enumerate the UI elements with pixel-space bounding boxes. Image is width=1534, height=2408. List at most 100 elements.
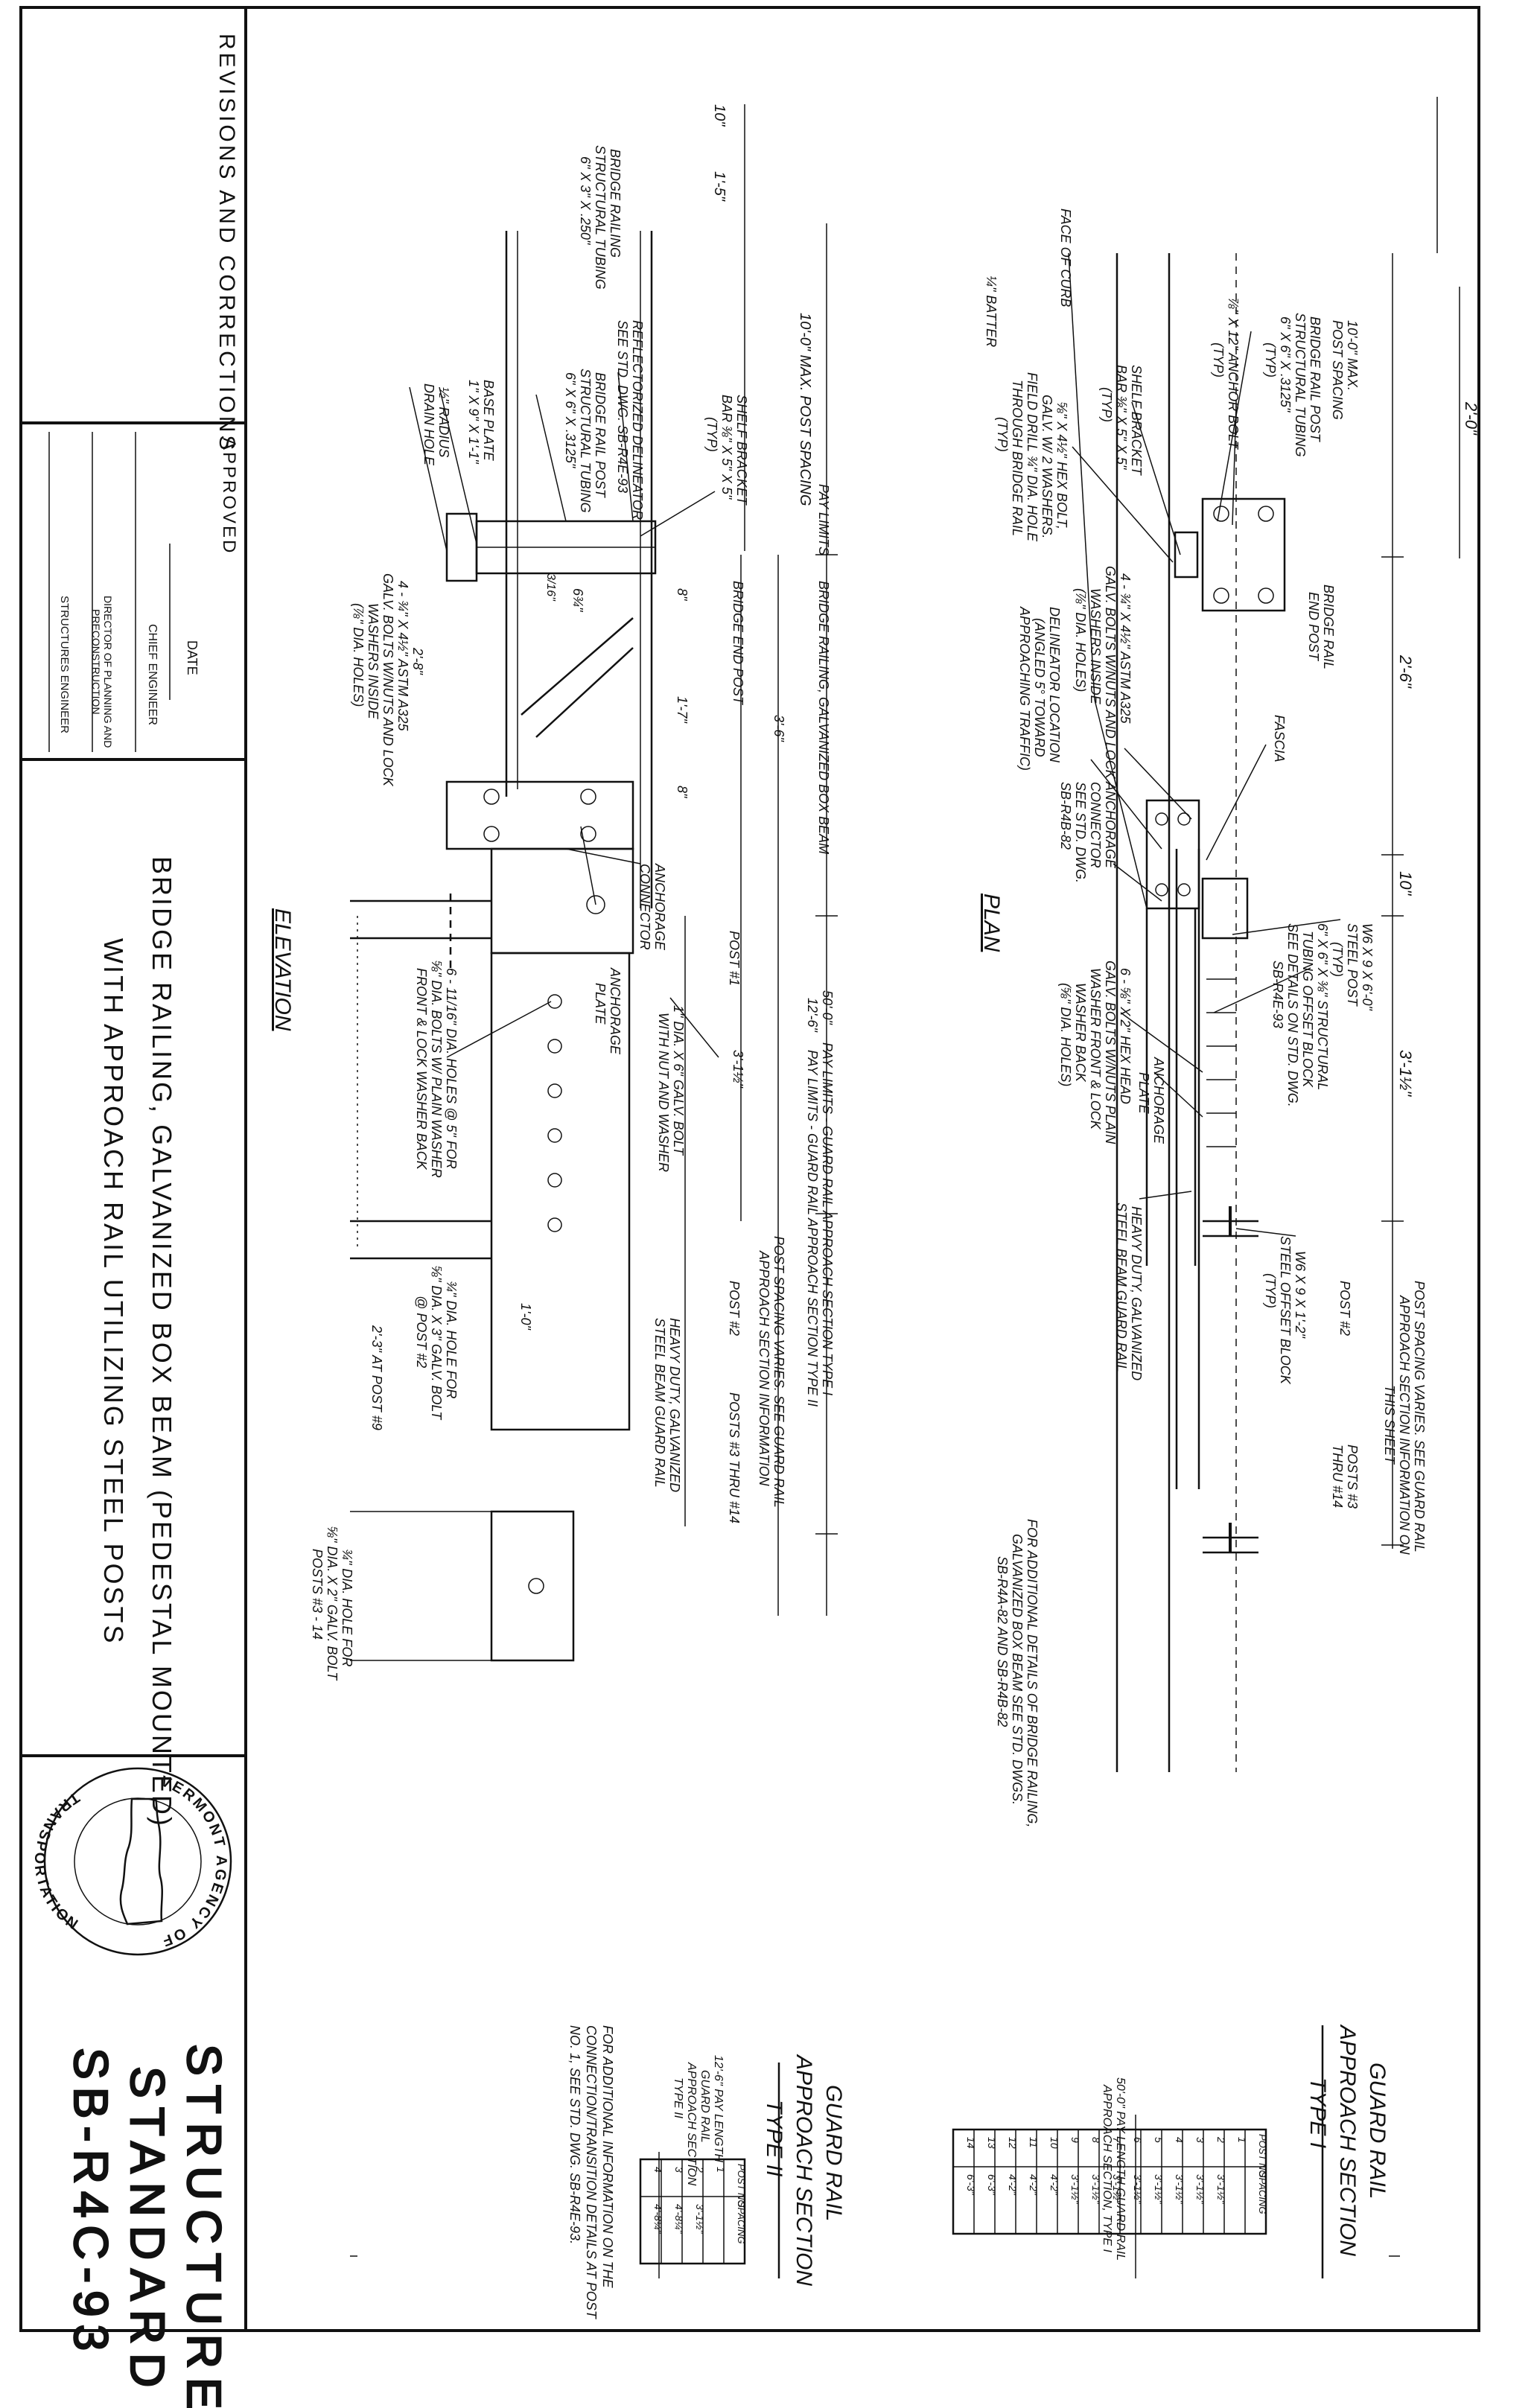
elev-spacing-varies-1: POST SPACING VARIES. SEE GUARD RAIL: [771, 1236, 786, 1508]
elev-hole-posts-3: POSTS #3 - 14: [310, 1549, 325, 1640]
table1-title-2: APPROACH SECTION: [1335, 2024, 1360, 2256]
elev-heavy-duty-2: STEEL BEAM GUARD RAIL: [652, 1318, 667, 1488]
plan-end-post-1: BRIDGE RAIL: [1321, 585, 1336, 669]
table_type1-cell: 8: [1090, 2137, 1102, 2143]
table2-bracket-3: APPROACH SECTION: [685, 2062, 698, 2186]
elev-posts-3-14: POSTS #3 THRU #14: [727, 1392, 742, 1523]
table_type1-cell: 12: [1007, 2137, 1019, 2149]
plan-steel-post-2: [1203, 1206, 1258, 1238]
elevation-bolt-3: [547, 1083, 562, 1098]
state-outline-icon: [119, 1797, 163, 1926]
elevation-bolt-4: [547, 1128, 562, 1143]
table2-title-3: TYPE II: [762, 2100, 786, 2176]
plan-rail-post-2: STRUCTURAL TUBING: [1293, 313, 1308, 457]
elev-shelf-bracket-2: BAR ⅜" X 5" X 5": [719, 395, 734, 500]
elev-hole-posts-1: ¾" DIA. HOLE FOR: [340, 1549, 354, 1666]
revisions-label: REVISIONS AND CORRECTIONS: [214, 34, 239, 453]
elev-dim-10: 10": [711, 104, 728, 127]
elev-heavy-duty-1: HEAVY DUTY, GALVANIZED: [667, 1318, 682, 1492]
date-label: DATE: [185, 640, 200, 675]
standard-label-2: STANDARD: [121, 2066, 174, 2396]
elev-post-1: POST #1: [727, 931, 742, 986]
elev-anchorage-plate-1: ANCHORAGE: [608, 967, 623, 1055]
elev-anchorage-plate-2: PLATE: [593, 983, 608, 1025]
plan-offset-block-1: W6 X 9 X 1'-2": [1293, 1251, 1308, 1339]
plan-fascia: FASCIA: [1272, 715, 1287, 762]
plan-additional-2: GALVANIZED BOX BEAM SEE STD. DWGS.: [1010, 1534, 1025, 1805]
plan-rail-post-4: (TYP): [1263, 343, 1278, 378]
elev-dim-1-5: 1'-5": [711, 171, 728, 202]
table1-title-3: TYPE I: [1305, 2077, 1330, 2148]
table_type1-cell: 11: [1028, 2137, 1040, 2148]
plan-a325-4: (⅞" DIA. HOLES): [1073, 588, 1088, 692]
plan-rail-post-1: BRIDGE RAIL POST: [1308, 316, 1323, 443]
elev-radius-1: ½" RADIUS: [436, 387, 451, 457]
table_type1-cell: 3'-1½": [1069, 2174, 1081, 2205]
elev-rail-post-1: BRIDGE RAIL POST: [593, 372, 608, 499]
elev-anchorage-conn-1: ANCHORAGE: [652, 863, 667, 951]
table2-bracket-2: GUARD RAIL: [698, 2070, 711, 2143]
drawing-title-2: WITH APPROACH RAIL UTILIZING STEEL POSTS: [98, 938, 129, 1645]
elev-rail-post-3: 6" X 6" X .3125": [563, 372, 578, 469]
plan-spacing-varies-2: APPROACH SECTION INFORMATION ON: [1397, 1295, 1412, 1555]
elev-pay-limits: PAY LIMITS: [816, 484, 831, 555]
table_type2-cell: 4'-8¼": [673, 2204, 685, 2235]
table2-title-2: APPROACH SECTION: [792, 2054, 816, 2286]
plan-anchorage-plate-2: PLATE: [1136, 1072, 1151, 1115]
sheet-border: [19, 6, 1480, 2332]
elev-hole-post2-1: ¾" DIA. HOLE FOR: [444, 1281, 459, 1398]
plan-post-base-plate: [1201, 497, 1286, 612]
elev-bridge-railing-galv: BRIDGE RAILING, GALVANIZED BOX BEAM: [816, 581, 831, 854]
elev-galv-bolt-2: WITH NUT AND WASHER: [656, 1013, 671, 1172]
elev-anchorage-conn-2: CONNECTOR: [637, 864, 652, 950]
elevation-title: ELEVATION: [270, 908, 295, 1031]
plan-tubing-offset-2: TUBING OFFSET BLOCK: [1300, 931, 1315, 1088]
plan-delineator-1: DELINEATOR LOCATION: [1047, 607, 1062, 763]
elev-dim-50-0: 50'-0": [820, 990, 835, 1025]
drawing-title-1: BRIDGE RAILING, GALVANIZED BOX BEAM (PED…: [147, 856, 177, 1828]
table-type-1: GUARD RAIL APPROACH SECTION TYPE I POST …: [952, 2024, 1390, 2278]
plan-anchorage-conn-1: ANCHORAGE: [1103, 781, 1118, 869]
elev-reflectorized-2: SEE STD. DWG. SB-R4E-93: [615, 320, 630, 493]
plan-anchor-bolt-1: ⅞" X 12" ANCHOR BOLT: [1226, 298, 1241, 450]
agency-seal: VERMONT AGENCY OF TRANSPORTATION: [31, 1767, 232, 1956]
table_type1-cell: 1: [1236, 2137, 1248, 2143]
elev-bridge-railing-3: 6" X 3" X .250": [578, 156, 593, 246]
plan-hex-head-5: (⅝" DIA. HOLES): [1058, 983, 1073, 1086]
elevation-end-post: [445, 780, 634, 850]
elev-dim-1-0: 1'-0": [518, 1303, 533, 1331]
table_type1-cell: 3'-1½": [1090, 2174, 1102, 2205]
elev-a325-1: 4 - ¾" X 4½" ASTM A325: [395, 581, 410, 732]
plan-hex-head-1: 6 - ⅝" X 2" HEX HEAD: [1118, 968, 1133, 1104]
elev-bridge-railing-2: STRUCTURAL TUBING: [593, 145, 608, 290]
elevation-bolt-1: [547, 994, 562, 1009]
elev-reflectorized-1: REFLECTORIZED DELINEATOR: [630, 320, 645, 520]
plan-posts-3-14-2: THRU #14: [1330, 1445, 1345, 1508]
plan-a325-3: WASHERS INSIDE: [1088, 588, 1103, 705]
plan-hex-head-4: WASHER BACK: [1073, 983, 1088, 1083]
plan-spacing-varies-3: THIS SHEET: [1382, 1385, 1397, 1465]
plan-shelf-bracket-3: (TYP): [1099, 387, 1114, 422]
plan-hex-bolt-3: FIELD DRILL ¾" DIA. HOLE: [1025, 372, 1040, 542]
plan-a325-2: GALV. BOLTS W/NUTS AND LOCK: [1103, 566, 1118, 780]
table_type2-grid: [639, 2158, 746, 2265]
elev-a325-3: WASHERS INSIDE: [366, 603, 381, 720]
plan-anchorage-conn-2: CONNECTOR: [1088, 782, 1103, 868]
table_type1-cell: 3'-1½": [1111, 2174, 1123, 2205]
plan-hex-bolt-5: (TYP): [995, 417, 1010, 452]
plan-rail-post-3: 6" X 6" X .3125": [1278, 316, 1293, 413]
table_type1-cell: 3'-1½": [1153, 2174, 1165, 2205]
elev-shelf-bracket-3: (TYP): [704, 417, 719, 452]
plan-face-of-curb: FACE OF CURB: [1058, 208, 1073, 307]
table2-note-1: FOR ADDITIONAL INFORMATION ON THE: [600, 2025, 615, 2289]
elev-dim-8: 8": [675, 588, 690, 602]
elev-hole-post2-2: ⅝" DIA. X 3" GALV. BOLT: [429, 1266, 444, 1421]
table-type-2: GUARD RAIL APPROACH SECTION TYPE II POST…: [567, 2025, 846, 2320]
elev-bridge-railing-1: BRIDGE RAILING: [608, 149, 623, 258]
table_type2-cell: 3: [673, 2167, 685, 2173]
table1-bracket-2: APPROACH SECTION, TYPE I: [1101, 2084, 1113, 2252]
plan-shelf-bracket-1: SHELF BRACKET: [1129, 365, 1144, 477]
plan-shelf-bracket-2: BAR ⅜" X 5" X 5": [1114, 365, 1129, 471]
table2-bracket-1: 12'-6" PAY LENGTH: [712, 2055, 725, 2162]
